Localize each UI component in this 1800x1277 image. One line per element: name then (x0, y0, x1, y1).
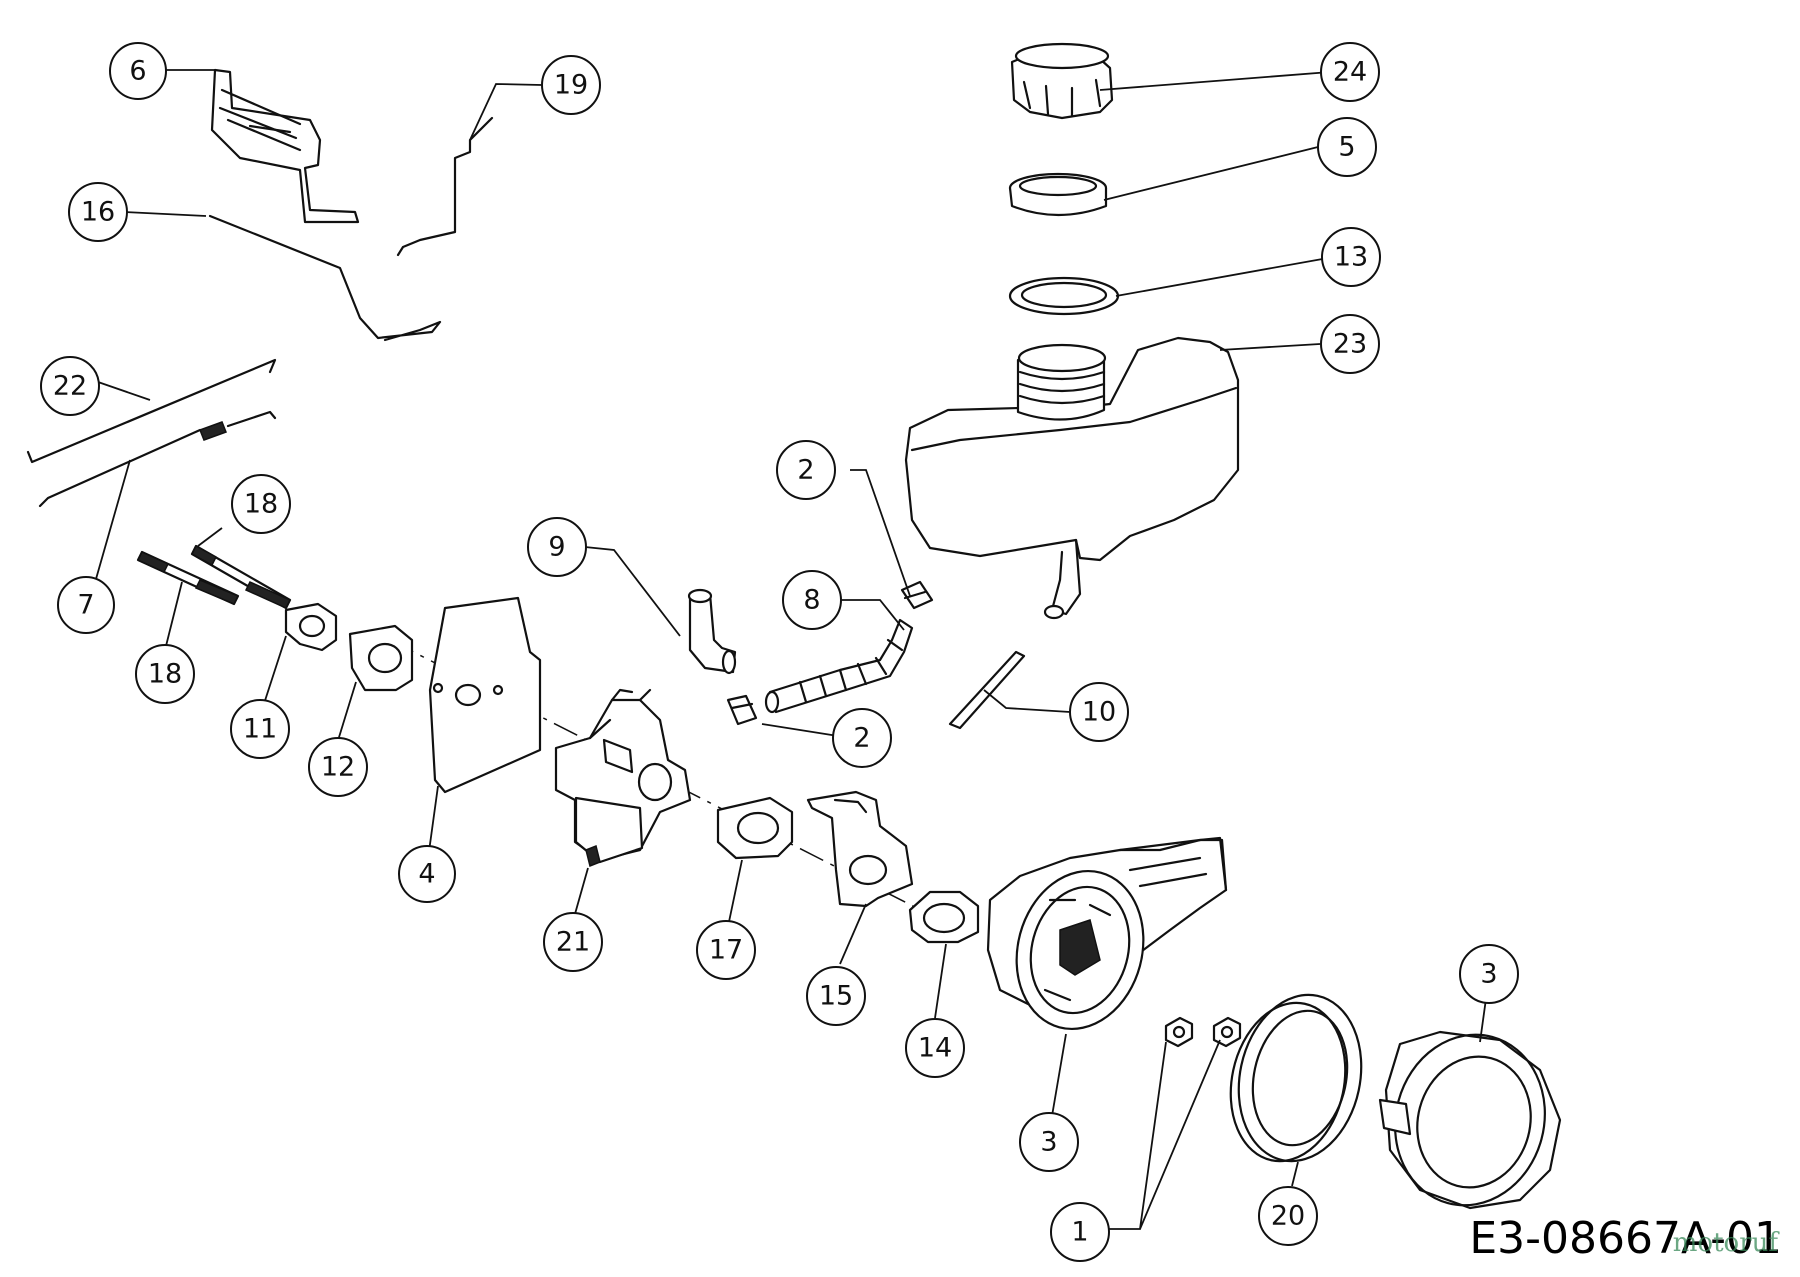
callout-2-lower: 2 (832, 708, 892, 768)
svg-text:3: 3 (1480, 959, 1497, 990)
svg-text:9: 9 (548, 532, 565, 563)
callout-13: 13 (1321, 227, 1381, 287)
svg-text:19: 19 (554, 70, 588, 101)
svg-text:5: 5 (1338, 132, 1355, 163)
svg-text:10: 10 (1082, 697, 1116, 728)
carburetor[interactable] (554, 688, 692, 868)
svg-text:4: 4 (418, 859, 435, 890)
control-rod[interactable] (26, 358, 277, 464)
svg-text:17: 17 (709, 935, 743, 966)
svg-text:13: 13 (1334, 242, 1368, 273)
fuel-cap-seal[interactable] (1008, 276, 1120, 316)
svg-text:20: 20 (1271, 1201, 1305, 1232)
svg-text:23: 23 (1333, 329, 1367, 360)
svg-text:22: 22 (53, 371, 87, 402)
callout-9: 9 (527, 517, 587, 577)
fuel-elbow[interactable] (687, 588, 737, 675)
callout-4: 4 (398, 845, 456, 903)
hose-clamp-lower[interactable] (726, 694, 758, 726)
drawing-code: E3-08667A-01 (1469, 1213, 1782, 1264)
svg-text:18: 18 (148, 659, 182, 690)
svg-text:2: 2 (853, 723, 870, 754)
fuel-cap[interactable] (1010, 42, 1114, 120)
fuel-line-rod[interactable] (948, 650, 1026, 730)
callout-18-upper: 18 (231, 474, 291, 534)
callout-3-base: 3 (1019, 1112, 1079, 1172)
callout-5: 5 (1317, 117, 1377, 177)
callout-18-lower: 18 (135, 644, 195, 704)
leader-lines (93, 69, 1490, 1230)
svg-text:12: 12 (321, 752, 355, 783)
callout-23: 23 (1320, 314, 1380, 374)
callout-24: 24 (1320, 42, 1380, 102)
air-filter-base[interactable] (986, 836, 1228, 1043)
air-filter-element[interactable] (1217, 983, 1377, 1172)
intake-gasket[interactable] (284, 602, 338, 652)
callout-19: 19 (541, 55, 601, 115)
carburetor-stud-lower[interactable] (136, 550, 240, 606)
air-filter-bracket[interactable] (806, 790, 914, 908)
callout-10: 10 (1069, 682, 1129, 742)
choke-link-rod[interactable] (208, 214, 442, 342)
air-filter-cover[interactable] (1376, 1018, 1563, 1222)
air-filter-gasket[interactable] (908, 890, 980, 944)
callout-11: 11 (230, 699, 290, 759)
callout-16: 16 (68, 182, 128, 242)
callout-7: 7 (57, 576, 115, 634)
insulator-spacer[interactable] (348, 624, 414, 692)
svg-text:16: 16 (81, 197, 115, 228)
callout-3-cover: 3 (1459, 944, 1519, 1004)
callout-12: 12 (308, 737, 368, 797)
hex-nut-right[interactable] (1212, 1016, 1242, 1048)
cable-spring-rod[interactable] (38, 410, 277, 508)
hose-clamp-upper[interactable] (900, 580, 934, 610)
heat-shield[interactable] (428, 596, 542, 794)
callout-14: 14 (905, 1018, 965, 1078)
svg-text:15: 15 (819, 981, 853, 1012)
svg-text:1: 1 (1071, 1217, 1088, 1248)
governor-link-rod[interactable] (396, 116, 494, 257)
svg-text:2: 2 (797, 455, 814, 486)
fuel-hose[interactable] (764, 618, 914, 714)
callout-15: 15 (806, 966, 866, 1026)
svg-text:6: 6 (129, 56, 146, 87)
fuel-tank[interactable] (904, 336, 1240, 620)
callout-1: 1 (1050, 1202, 1110, 1262)
callout-22: 22 (40, 356, 100, 416)
callout-2-upper: 2 (776, 440, 836, 500)
svg-text:3: 3 (1040, 1127, 1057, 1158)
callout-20: 20 (1258, 1186, 1318, 1246)
fuel-cap-ring[interactable] (1008, 172, 1108, 217)
svg-text:24: 24 (1333, 57, 1367, 88)
carb-gasket[interactable] (716, 796, 794, 860)
svg-text:14: 14 (918, 1033, 952, 1064)
watermark-logo: motoruf (1672, 1228, 1778, 1258)
throttle-lever[interactable] (210, 68, 360, 224)
svg-text:18: 18 (244, 489, 278, 520)
callout-21: 21 (543, 912, 603, 972)
hex-nut-left[interactable] (1164, 1016, 1194, 1048)
callout-6: 6 (109, 42, 167, 100)
svg-text:7: 7 (77, 590, 94, 621)
callout-8: 8 (782, 570, 842, 630)
svg-text:21: 21 (556, 927, 590, 958)
carburetor-stud-upper[interactable] (190, 544, 292, 610)
svg-text:11: 11 (243, 714, 277, 745)
svg-text:8: 8 (803, 585, 820, 616)
callout-17: 17 (696, 920, 756, 980)
